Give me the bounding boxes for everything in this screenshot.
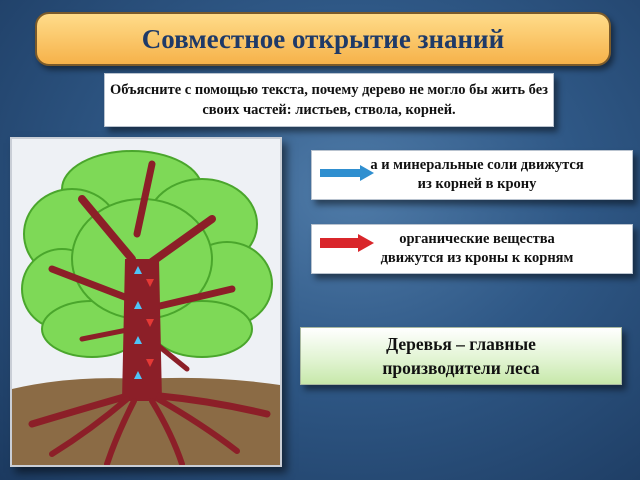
legend-water: а и минеральные соли движутся из корней … xyxy=(311,150,633,200)
blue-arrow-icon xyxy=(320,165,374,181)
red-arrow-icon xyxy=(320,234,374,252)
legend-organic-line2: движутся из кроны к корням xyxy=(380,250,574,266)
conclusion-line1: Деревья – главные xyxy=(386,334,536,354)
conclusion-box: Деревья – главные производители леса xyxy=(300,327,622,385)
tree-illustration xyxy=(10,137,282,467)
tree-image xyxy=(12,139,280,465)
legend-organic: органические вещества движутся из кроны … xyxy=(311,224,633,274)
tree-roots xyxy=(28,392,271,465)
organic-arrows xyxy=(146,279,154,367)
legend-water-line2: из корней в крону xyxy=(417,176,537,192)
prompt-box: Объясните с помощью текста, почему дерев… xyxy=(104,73,554,127)
conclusion-line2: производители леса xyxy=(382,358,540,378)
tree-trunk xyxy=(122,259,162,401)
slide-title: Совместное открытие знаний xyxy=(35,12,611,66)
flow-arrows xyxy=(134,266,142,379)
legend-organic-line1: органические вещества xyxy=(399,231,555,247)
slide-title-text: Совместное открытие знаний xyxy=(141,23,505,54)
prompt-text: Объясните с помощью текста, почему дерев… xyxy=(109,82,548,118)
legend-water-line1: а и минеральные соли движутся xyxy=(370,157,584,173)
